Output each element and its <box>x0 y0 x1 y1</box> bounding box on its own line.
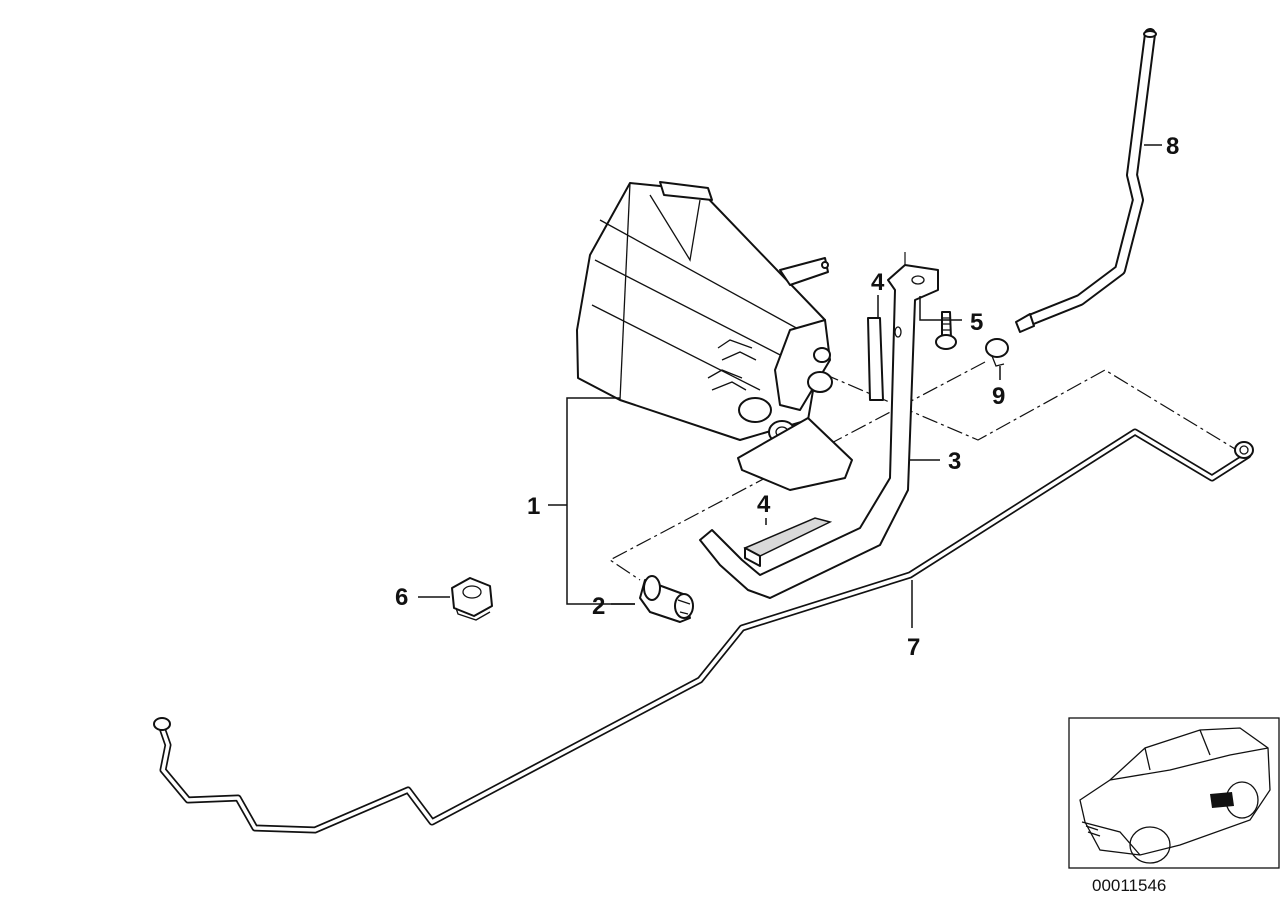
part-5-bolt <box>935 311 957 350</box>
car-outline-icon <box>1079 727 1271 864</box>
part-2-grommet <box>639 575 694 623</box>
vehicle-locator-inset <box>1068 717 1280 869</box>
part-4-pad-lower <box>743 517 833 567</box>
location-marker-icon <box>1210 792 1234 808</box>
part-7-fuel-line <box>153 428 1254 834</box>
part-9-hose-clamp <box>985 338 1009 367</box>
callout-8: 8 <box>1166 133 1179 160</box>
part-8-vent-hose <box>1015 28 1157 333</box>
callout-2: 2 <box>592 593 605 620</box>
callout-7: 7 <box>907 634 920 661</box>
part-6-hex-nut <box>451 577 493 621</box>
part-3-holder <box>699 264 939 599</box>
callout-9: 9 <box>992 383 1005 410</box>
callout-5: 5 <box>970 309 983 336</box>
callout-4-lower: 4 <box>757 491 771 518</box>
callout-labels: 1 2 3 4 4 5 6 7 8 9 <box>395 133 1179 661</box>
part-4-pad-upper <box>867 317 884 401</box>
diagram-id: 00011546 <box>1092 876 1166 895</box>
callout-4-upper: 4 <box>871 269 885 296</box>
part-1-activated-charcoal-canister <box>576 181 853 491</box>
callout-3: 3 <box>948 448 961 475</box>
inset-frame <box>1068 717 1280 869</box>
callout-1: 1 <box>527 493 540 520</box>
leader-lines <box>418 144 1162 628</box>
callout-6: 6 <box>395 584 408 611</box>
